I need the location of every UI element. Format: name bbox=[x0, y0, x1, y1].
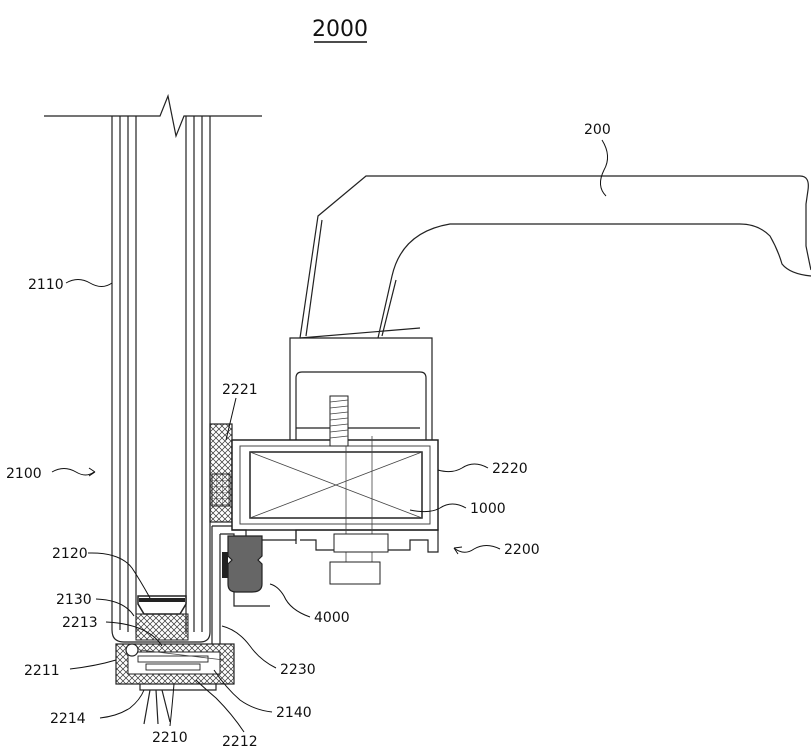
label-1000: 1000 bbox=[470, 501, 506, 517]
label-2110: 2110 bbox=[28, 277, 64, 293]
label-2213: 2213 bbox=[62, 615, 98, 631]
label-2200: 2200 bbox=[504, 542, 540, 558]
gasket bbox=[222, 535, 263, 593]
glass-pane-assembly bbox=[111, 116, 211, 643]
sealant bbox=[135, 613, 189, 641]
magnet-element bbox=[249, 451, 423, 519]
label-2220: 2220 bbox=[492, 461, 528, 477]
drain-tube bbox=[143, 689, 171, 725]
label-2211: 2211 bbox=[24, 663, 60, 679]
label-2230: 2230 bbox=[280, 662, 316, 678]
spacer-body bbox=[139, 598, 185, 602]
label-2214: 2214 bbox=[50, 711, 86, 727]
label-2120: 2120 bbox=[52, 546, 88, 562]
label-2130: 2130 bbox=[56, 592, 92, 608]
handle-base bbox=[289, 337, 433, 585]
label-4000: 4000 bbox=[314, 610, 350, 626]
label-2221: 2221 bbox=[222, 382, 258, 398]
break-line bbox=[44, 93, 262, 139]
door-handle bbox=[299, 175, 811, 339]
vertical-frame-member bbox=[211, 525, 296, 644]
label-2210: 2210 bbox=[152, 730, 188, 746]
label-200: 200 bbox=[584, 122, 611, 138]
leader-lines bbox=[51, 139, 608, 733]
label-2212: 2212 bbox=[222, 734, 258, 750]
label-2140: 2140 bbox=[276, 705, 312, 721]
label-2100: 2100 bbox=[6, 466, 42, 482]
sealing-block bbox=[209, 423, 233, 523]
figure-title: 2000 bbox=[312, 17, 368, 42]
bottom-frame-profile bbox=[115, 643, 235, 691]
